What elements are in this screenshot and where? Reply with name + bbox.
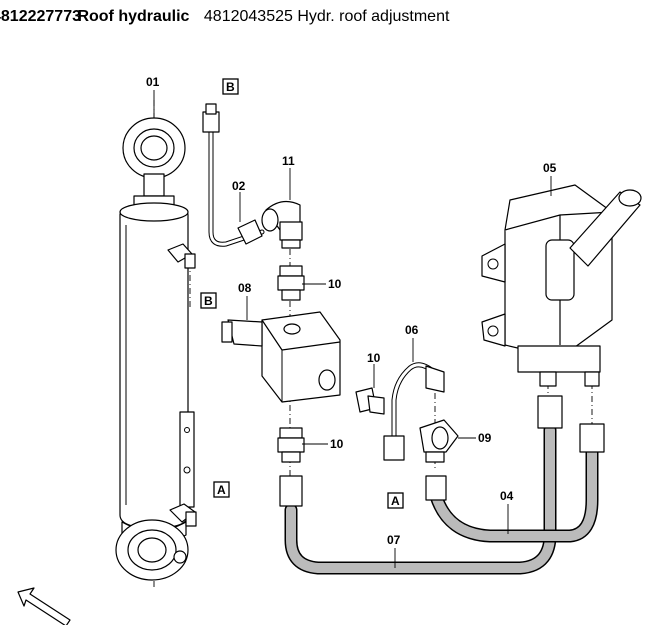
cylinder-part-01 [115, 117, 197, 581]
callout-10-bottom: 10 [330, 437, 344, 451]
sub-part-title: Hydr. roof adjustment [297, 8, 450, 25]
callout-11: 11 [282, 154, 295, 168]
hose-part-07 [279, 423, 557, 575]
ref-box-a-side [213, 481, 230, 498]
ref-box-b-side [200, 292, 217, 309]
callout-10-top: 10 [328, 277, 342, 291]
pipe-part-02 [202, 103, 265, 247]
adapter-part-10-bottom [277, 427, 305, 463]
page-header: 4812227773 Roof hydraulic 4812043525 Hyd… [0, 5, 449, 29]
elbow-part-09 [419, 419, 459, 463]
ref-a-side: A [217, 483, 226, 497]
direction-arrow-icon [17, 587, 71, 625]
leader-lines [153, 90, 552, 568]
callout-08: 08 [238, 281, 252, 295]
ref-box-b-top [222, 78, 239, 95]
ref-b-side: B [204, 294, 213, 308]
part-title: Roof hydraulic [77, 8, 190, 25]
valve-block-part-08 [221, 311, 341, 403]
reference-boxes: B B A A [200, 78, 404, 509]
sub-part-number: 4812043525 [203, 8, 293, 25]
callout-06: 06 [405, 323, 419, 337]
part-number: 4812227773 [0, 8, 81, 25]
callout-02: 02 [232, 179, 246, 193]
pump-part-05 [481, 184, 642, 387]
pipe-part-06 [383, 362, 445, 461]
callout-labels: 01 02 11 10 08 10 10 06 09 05 04 07 [146, 75, 557, 547]
callout-09: 09 [478, 431, 492, 445]
callout-05: 05 [543, 161, 557, 175]
elbow-part-11 [261, 200, 303, 249]
adapter-part-10-middle [355, 387, 385, 415]
ref-box-a-pipe [387, 492, 404, 509]
ref-a-pipe: A [391, 494, 400, 508]
callout-04: 04 [500, 489, 514, 503]
callout-01: 01 [146, 75, 160, 89]
adapter-part-10-top [277, 265, 305, 301]
ref-b-top: B [226, 80, 235, 94]
callout-10-middle: 10 [367, 351, 381, 365]
hose-part-04 [425, 395, 605, 543]
callout-07: 07 [387, 533, 401, 547]
